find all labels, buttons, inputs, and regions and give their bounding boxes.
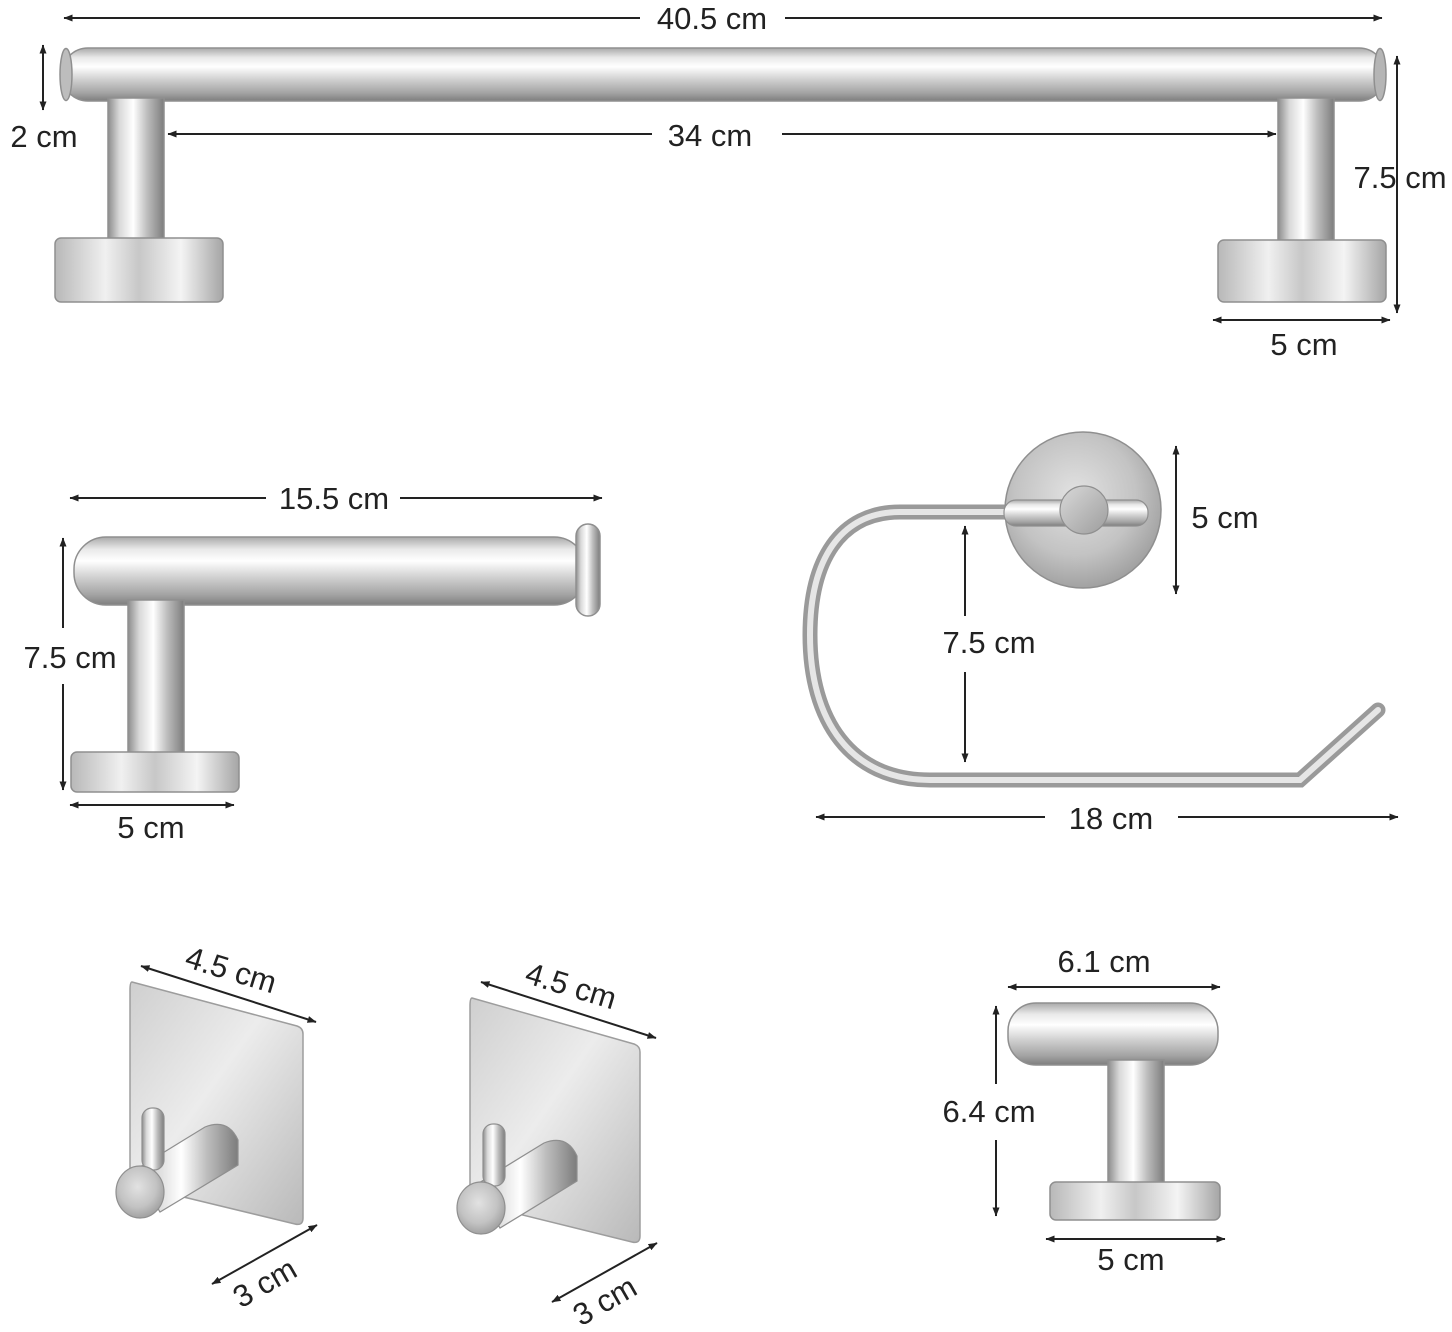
- toilet-paper-holder: [70, 523, 601, 793]
- hook-2-depth-label: 3 cm: [567, 1269, 643, 1332]
- towel-bar-post-right: [1277, 97, 1335, 244]
- towel-bar-rod-end-left: [59, 47, 73, 102]
- dim-line-hook-2-depth: [551, 1242, 658, 1303]
- paper-holder-rod: [73, 536, 587, 606]
- paper-holder-base-label: 5 cm: [117, 810, 184, 845]
- dim-line-hook-1-depth: [211, 1224, 318, 1285]
- robe-hook-base-label: 5 cm: [1097, 1242, 1164, 1277]
- robe-hook-crossbar: [1007, 1002, 1219, 1066]
- adhesive-hook-2-prong: [482, 1123, 506, 1187]
- adhesive-hook-1-tip: [115, 1165, 165, 1219]
- hook-2-width-label: 4.5 cm: [521, 956, 620, 1017]
- hook-1-depth-label: 3 cm: [227, 1251, 303, 1315]
- paper-holder-base: [70, 751, 240, 793]
- towel-bar-span-label: 34 cm: [668, 118, 752, 153]
- dim-line-hook-1-width: [140, 965, 317, 1023]
- towel-bar-base-label: 5 cm: [1270, 327, 1337, 362]
- adhesive-hook-2-tip: [456, 1181, 506, 1235]
- towel-ring-height-label: 7.5 cm: [942, 625, 1035, 660]
- adhesive-hook-1: [115, 981, 304, 1226]
- hook-1-width-label: 4.5 cm: [181, 940, 280, 1001]
- towel-bar-height-label: 7.5 cm: [1353, 160, 1446, 195]
- towel-ring-loop-highlight: [806, 509, 1381, 783]
- towel-bar-rod-end-right: [1373, 47, 1387, 102]
- paper-holder-post: [127, 599, 185, 757]
- paper-holder-length-label: 15.5 cm: [279, 481, 389, 516]
- dimension-lines: [39, 14, 1401, 1303]
- adhesive-hook-2: [456, 997, 641, 1244]
- towel-ring-base-label: 5 cm: [1191, 500, 1258, 535]
- dim-line-hook-2-width: [480, 981, 657, 1039]
- robe-hook: [1007, 1002, 1221, 1221]
- robe-hook-base: [1049, 1181, 1221, 1221]
- robe-hook-post: [1107, 1059, 1165, 1189]
- towel-ring: [802, 431, 1386, 788]
- paper-holder-end-cap: [575, 523, 601, 617]
- towel-bar-rod: [61, 47, 1386, 102]
- towel-bar-base-right: [1217, 239, 1387, 303]
- towel-bar: [54, 47, 1387, 303]
- paper-holder-height-label: 7.5 cm: [23, 640, 116, 675]
- towel-ring-width-label: 18 cm: [1069, 801, 1153, 836]
- towel-ring-hub: [1059, 485, 1109, 535]
- towel-bar-diameter-label: 2 cm: [10, 119, 77, 154]
- towel-bar-base-left: [54, 237, 224, 303]
- robe-hook-width-label: 6.1 cm: [1057, 944, 1150, 979]
- towel-bar-length-label: 40.5 cm: [657, 1, 767, 36]
- towel-bar-post-left: [107, 97, 165, 244]
- adhesive-hook-1-prong: [141, 1107, 165, 1171]
- robe-hook-height-label: 6.4 cm: [942, 1094, 1035, 1129]
